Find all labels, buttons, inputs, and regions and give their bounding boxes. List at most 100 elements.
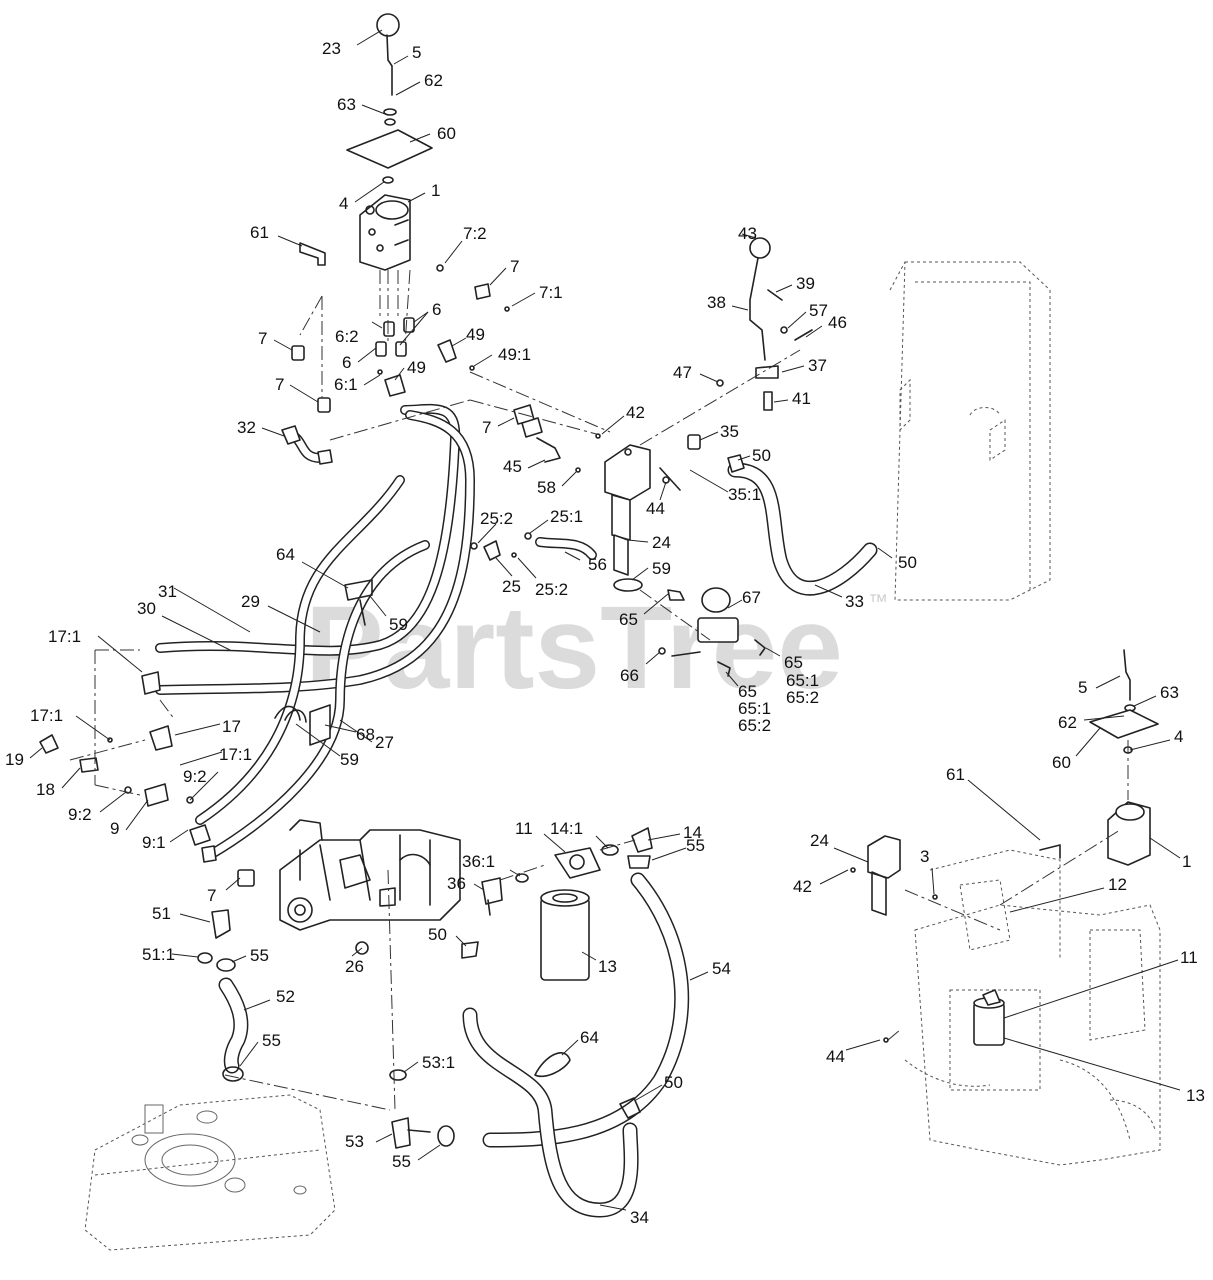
callout-label: 29 [241, 592, 260, 611]
callout-label: 44 [826, 1047, 845, 1066]
callout-label: 34 [630, 1208, 649, 1227]
callout-label: 61 [946, 765, 965, 784]
callout-label: 7 [275, 375, 284, 394]
callout-label: 51:1 [142, 945, 175, 964]
callout-label: 63 [337, 95, 356, 114]
callout-label: 64 [276, 545, 295, 564]
loader-frame [904, 849, 1161, 1166]
callout-label: 6:1 [334, 375, 358, 394]
callout-label: 60 [1052, 753, 1071, 772]
callout-label: 50 [664, 1073, 683, 1092]
solenoid-valve [658, 587, 766, 677]
callout-label: 7 [482, 418, 491, 437]
callout-label: 13 [1186, 1086, 1205, 1105]
callout-label: 50 [752, 446, 771, 465]
callout-label: 33 [845, 592, 864, 611]
callout-label: 53 [345, 1132, 364, 1151]
filter-assembly [197, 827, 653, 1149]
callout-label: 6 [432, 300, 441, 319]
callout-label: 24 [810, 831, 829, 850]
callout-label: 55 [250, 946, 269, 965]
callout-label: 47 [673, 363, 692, 382]
callout-label: 11 [1180, 948, 1198, 967]
callout-label: 25 [502, 577, 521, 596]
callout-label: 17:1 [30, 706, 63, 725]
callout-label: 59 [340, 750, 359, 769]
callout-label: 27 [375, 733, 394, 752]
callout-label: 25:2 [480, 509, 513, 528]
callout-label: 30 [137, 599, 156, 618]
callout-label: 19 [5, 750, 24, 769]
callout-label: 62 [1058, 713, 1077, 732]
callout-label: 9 [110, 819, 119, 838]
callout-label: 3 [920, 847, 929, 866]
callout-label: 17:1 [48, 627, 81, 646]
callout-label: 6:2 [335, 327, 359, 346]
leader-lines [29, 29, 1181, 1211]
callout-label: 9:2 [183, 767, 207, 786]
callout-label: 7 [258, 329, 267, 348]
callout-label: 17 [222, 717, 241, 736]
callout-label: 41 [792, 389, 811, 408]
callout-label: 36:1 [462, 852, 495, 871]
callout-label: 52 [276, 987, 295, 1006]
callout-label: 18 [36, 780, 55, 799]
callout-label: 17:1 [219, 745, 252, 764]
fittings-top [281, 317, 475, 465]
callout-label: 65:2 [738, 716, 771, 735]
callout-label: 5 [412, 43, 421, 62]
callout-label: 46 [828, 313, 847, 332]
callout-label: 59 [652, 559, 671, 578]
callout-label: 68 [356, 725, 375, 744]
callout-label: 42 [626, 403, 645, 422]
callout-label: 4 [1174, 727, 1183, 746]
callout-label: 49 [466, 325, 485, 344]
hoses [155, 403, 878, 1218]
callout-label: 56 [588, 555, 607, 574]
callout-label: 7 [510, 257, 519, 276]
callout-label: 64 [580, 1028, 599, 1047]
callout-label: 58 [537, 478, 556, 497]
callout-label: 55 [262, 1031, 281, 1050]
callout-label: 62 [424, 71, 443, 90]
callout-label: 36 [447, 874, 466, 893]
callout-label: 65:1 [786, 671, 819, 690]
callout-label: 1 [1182, 852, 1191, 871]
callout-label: 65:2 [786, 688, 819, 707]
callout-label: 12 [1108, 875, 1127, 894]
aux-lever [716, 237, 813, 411]
callout-label: 7:2 [463, 224, 487, 243]
callout-label: 42 [793, 877, 812, 896]
watermark-text: PartsTree [305, 582, 843, 714]
callout-label: 65 [738, 682, 757, 701]
callout-label: 14:1 [550, 819, 583, 838]
callout-label: 31 [158, 582, 177, 601]
callout-label: 9:1 [142, 833, 166, 852]
control-valve-right [850, 649, 1159, 1046]
callout-label: 5 [1078, 678, 1087, 697]
callout-label: 53:1 [422, 1053, 455, 1072]
base-tank [84, 1094, 336, 1251]
callout-label: 51 [152, 904, 171, 923]
callout-label: 49:1 [498, 345, 531, 364]
watermark-trademark: ™ [868, 591, 888, 613]
callout-label: 7 [207, 886, 216, 905]
callout-label: 43 [738, 224, 757, 243]
fittings-left [39, 671, 217, 863]
callout-label: 55 [686, 836, 705, 855]
callout-label: 23 [322, 39, 341, 58]
callout-label: 50 [428, 925, 447, 944]
callout-label: 60 [437, 124, 456, 143]
oil-cooler [889, 261, 1051, 601]
callout-labels: 23 5 62 63 60 4 1 61 7:2 7 7:1 7 6 6:2 6… [5, 39, 1205, 1227]
callout-label: 9:2 [68, 805, 92, 824]
callout-label: 7:1 [539, 283, 563, 302]
callout-label: 38 [707, 293, 726, 312]
callout-label: 26 [345, 957, 364, 976]
callout-label: 37 [808, 356, 827, 375]
callout-label: 55 [392, 1152, 411, 1171]
hydraulic-pump [279, 819, 461, 955]
callout-label: 67 [742, 588, 761, 607]
callout-label: 57 [809, 301, 828, 320]
aux-valve [470, 404, 745, 592]
